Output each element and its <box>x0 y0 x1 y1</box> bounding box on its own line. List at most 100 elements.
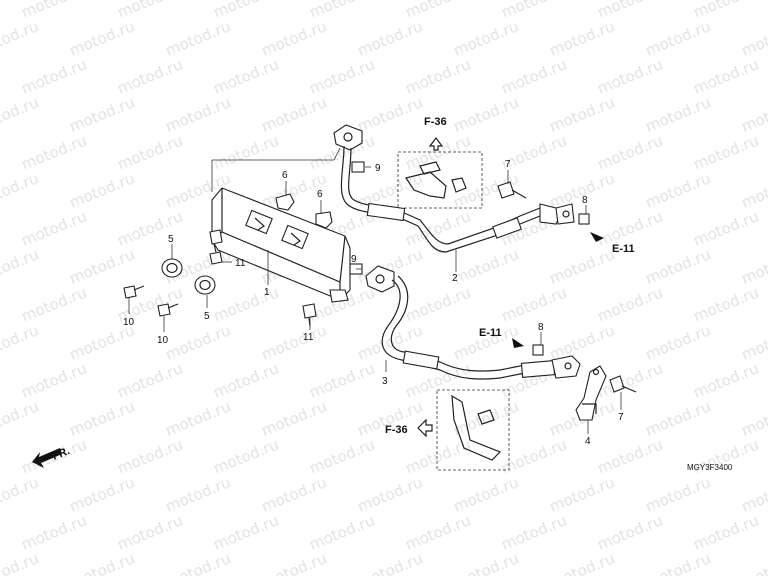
watermark-text: motod.ru <box>0 549 41 576</box>
watermark-text: motod.ru <box>499 511 570 553</box>
bolt-7-lower <box>609 375 637 393</box>
watermark-text: motod.ru <box>259 397 330 439</box>
grommet-upper <box>161 258 183 278</box>
oring-8-lower <box>532 344 544 356</box>
hose-clamp-bracket <box>575 365 607 421</box>
watermark-text: motod.ru <box>163 473 234 515</box>
watermark-text: motod.ru <box>739 397 768 439</box>
watermark-text: motod.ru <box>691 359 762 401</box>
watermark-text: motod.ru <box>595 511 666 553</box>
watermark-text: motod.ru <box>643 321 714 363</box>
watermark-text: motod.ru <box>739 17 768 59</box>
watermark-text: motod.ru <box>307 511 378 553</box>
front-direction-arrow-icon <box>32 448 62 468</box>
oil-hose-lower <box>365 265 581 380</box>
watermark-text: motod.ru <box>403 511 474 553</box>
watermark-text: motod.ru <box>691 131 762 173</box>
watermark-text: motod.ru <box>643 549 714 576</box>
watermark-text: motod.ru <box>115 207 186 249</box>
watermark-text: motod.ru <box>115 359 186 401</box>
watermark-text: motod.ru <box>163 321 234 363</box>
watermark-text: motod.ru <box>547 17 618 59</box>
watermark-text: motod.ru <box>163 17 234 59</box>
watermark-text: motod.ru <box>67 245 138 287</box>
watermark-text: motod.ru <box>595 359 666 401</box>
watermark-text: motod.ru <box>0 93 41 135</box>
bolt-10-b <box>157 303 179 317</box>
watermark-text: motod.ru <box>19 283 90 325</box>
collar-b <box>315 211 333 229</box>
watermark-text: motod.ru <box>547 321 618 363</box>
watermark-text: motod.ru <box>0 245 41 287</box>
part-label-7b: 7 <box>618 412 624 423</box>
watermark-text: motod.ru <box>595 55 666 97</box>
watermark-text: motod.ru <box>451 17 522 59</box>
bolt-10-a <box>123 285 145 299</box>
arrow-e11-mid-icon <box>512 338 524 348</box>
washer-9-upper <box>351 161 365 173</box>
grommet-lower <box>194 275 216 295</box>
part-label-4: 4 <box>585 436 591 447</box>
part-label-7a: 7 <box>505 159 511 170</box>
watermark-text: motod.ru <box>19 359 90 401</box>
watermark-text: motod.ru <box>0 397 41 439</box>
part-label-8b: 8 <box>538 322 544 333</box>
watermark-text: motod.ru <box>643 473 714 515</box>
watermark-text: motod.ru <box>403 207 474 249</box>
watermark-text: motod.ru <box>595 131 666 173</box>
ref-label-f36-top: F-36 <box>424 116 447 128</box>
watermark-text: motod.ru <box>403 283 474 325</box>
watermark-text: motod.ru <box>67 17 138 59</box>
watermark-text: motod.ru <box>307 55 378 97</box>
watermark-text: motod.ru <box>691 55 762 97</box>
watermark-text: motod.ru <box>163 397 234 439</box>
bolt-11-lower <box>302 303 317 327</box>
watermark-text: motod.ru <box>595 435 666 477</box>
diagram-code: MGY3F3400 <box>687 463 733 472</box>
watermark-text: motod.ru <box>67 473 138 515</box>
oil-cooler <box>209 187 351 303</box>
watermark-text: motod.ru <box>547 245 618 287</box>
watermark-text: motod.ru <box>451 93 522 135</box>
part-label-1: 1 <box>264 287 270 298</box>
oil-hose-upper <box>333 124 575 253</box>
watermark-text: motod.ru <box>0 17 41 59</box>
watermark-text: motod.ru <box>355 17 426 59</box>
part-label-2: 2 <box>452 273 458 284</box>
bolt-7-upper <box>497 181 527 199</box>
watermark-text: motod.ru <box>259 93 330 135</box>
watermark-text: motod.ru <box>115 131 186 173</box>
watermark-text: motod.ru <box>643 169 714 211</box>
watermark-text: motod.ru <box>163 93 234 135</box>
watermark-text: motod.ru <box>451 473 522 515</box>
watermark-text: motod.ru <box>355 93 426 135</box>
watermark-text: motod.ru <box>67 93 138 135</box>
watermark-text: motod.ru <box>19 131 90 173</box>
watermark-text: motod.ru <box>451 397 522 439</box>
watermark-text: motod.ru <box>115 435 186 477</box>
watermark-text: motod.ru <box>499 283 570 325</box>
collar-a <box>275 193 295 211</box>
watermark-text: motod.ru <box>403 55 474 97</box>
watermark-text: motod.ru <box>19 55 90 97</box>
watermark-text: motod.ru <box>739 549 768 576</box>
watermark-text: motod.ru <box>0 473 41 515</box>
watermark-text: motod.ru <box>0 321 41 363</box>
watermark-text: motod.ru <box>547 549 618 576</box>
watermark-text: motod.ru <box>739 93 768 135</box>
watermark-text: motod.ru <box>259 473 330 515</box>
arrow-up-icon <box>428 137 444 151</box>
ref-label-e11-right: E-11 <box>612 243 635 255</box>
part-label-3: 3 <box>382 376 388 387</box>
watermark-text: motod.ru <box>115 55 186 97</box>
part-label-9a: 9 <box>375 163 381 174</box>
watermark-text: motod.ru <box>19 511 90 553</box>
watermark-text: motod.ru <box>691 283 762 325</box>
watermark-text: motod.ru <box>643 93 714 135</box>
part-label-10a: 10 <box>123 317 135 328</box>
watermark-text: motod.ru <box>403 435 474 477</box>
leader-lines <box>128 147 622 434</box>
oring-8-upper <box>578 213 590 225</box>
part-label-6b: 6 <box>317 189 323 200</box>
